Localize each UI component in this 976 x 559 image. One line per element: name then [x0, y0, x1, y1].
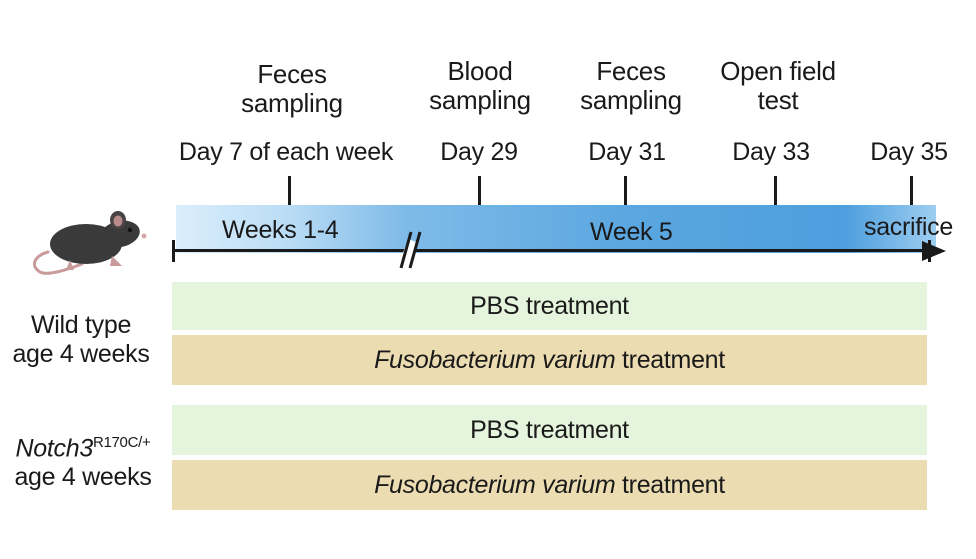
- treatment-row-pbs-wildtype: PBS treatment: [172, 282, 927, 330]
- axis-break-icon: [399, 231, 422, 269]
- event-line: sampling: [429, 85, 531, 115]
- group-line: Notch3R170C/+: [0, 428, 166, 463]
- sacrifice-label: sacrifice: [864, 213, 953, 241]
- treatment-label: PBS treatment: [470, 291, 629, 320]
- tick-mark: [624, 176, 627, 206]
- axis-arrow-icon: [922, 241, 946, 261]
- tick-mark: [478, 176, 481, 206]
- treatment-label: PBS treatment: [470, 415, 629, 444]
- event-line: Open field: [720, 56, 836, 86]
- tick-mark: [288, 176, 291, 206]
- event-line: Feces: [257, 59, 327, 89]
- gene-name: Notch3: [15, 434, 94, 463]
- tick-mark: [774, 176, 777, 206]
- event-line: Blood: [447, 56, 513, 86]
- group-line: age 4 weeks: [14, 463, 152, 492]
- timeline-band: [176, 205, 936, 253]
- mouse-icon: [32, 211, 147, 275]
- treatment-row-fv-wildtype: Fusobacterium varium treatment: [172, 335, 927, 385]
- treatment-row-fv-notch3: Fusobacterium varium treatment: [172, 460, 927, 510]
- event-blood-sampling: Blood sampling: [429, 57, 531, 115]
- treatment-suffix: treatment: [615, 345, 725, 374]
- axis-start-cap: [172, 240, 175, 262]
- day-label-35: Day 35: [870, 138, 948, 166]
- event-line: Feces: [596, 56, 666, 86]
- treatment-row-pbs-notch3: PBS treatment: [172, 405, 927, 455]
- species-name: Fusobacterium varium: [374, 345, 616, 374]
- event-line: test: [757, 85, 799, 115]
- treatment-suffix: treatment: [615, 470, 725, 499]
- treatment-label: Fusobacterium varium treatment: [374, 471, 725, 500]
- event-open-field-test: Open field test: [720, 57, 836, 115]
- allele-superscript: R170C/+: [92, 434, 151, 451]
- event-line: sampling: [580, 85, 682, 115]
- treatment-label: Fusobacterium varium treatment: [374, 346, 725, 375]
- species-name: Fusobacterium varium: [374, 470, 616, 499]
- day-label-31: Day 31: [588, 138, 666, 166]
- day-label-29: Day 29: [440, 138, 518, 166]
- timeline-axis: [173, 249, 925, 252]
- day-label-7-each-week: Day 7 of each week: [178, 138, 394, 166]
- group-line: age 4 weeks: [12, 340, 150, 368]
- tick-mark: [910, 176, 913, 206]
- phase-weeks-1-4: Weeks 1-4: [222, 216, 339, 244]
- event-feces-sampling-2: Feces sampling: [580, 57, 682, 115]
- group-line: Wild type: [30, 311, 132, 339]
- day-label-33: Day 33: [732, 138, 810, 166]
- phase-week-5: Week 5: [590, 218, 673, 246]
- group-label-wild-type: Wild type age 4 weeks: [8, 311, 154, 369]
- event-line: sampling: [241, 88, 343, 118]
- group-label-notch3: Notch3R170C/+ age 4 weeks: [0, 428, 166, 492]
- event-feces-sampling-1: Feces sampling: [241, 60, 343, 118]
